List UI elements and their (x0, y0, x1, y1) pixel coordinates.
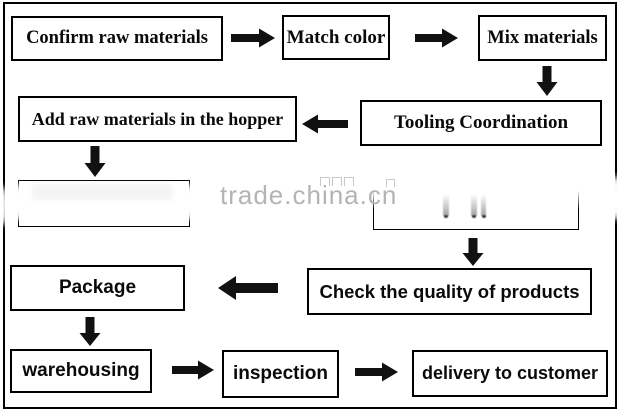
erased-text-remnant (481, 194, 486, 218)
flow-node-confirm-raw-materials: Confirm raw materials (11, 16, 223, 61)
flow-node-check-quality: Check the quality of products (307, 268, 592, 315)
erased-character-remnant (320, 177, 330, 186)
flow-node-delivery-customer: delivery to customer (412, 350, 608, 397)
flow-node-warehousing: warehousing (10, 349, 152, 393)
flow-node-mix-materials: Mix materials (478, 15, 607, 61)
flow-node-tooling-coordination: Tooling Coordination (360, 100, 602, 146)
erased-character-remnant (386, 179, 395, 187)
erased-character-remnant (344, 177, 354, 186)
flow-node-match-color: Match color (282, 15, 390, 60)
white-erase-blob (11, 184, 26, 220)
erased-text-smudge (32, 184, 172, 200)
white-erase-blob (608, 176, 624, 220)
flow-node-inspection: inspection (222, 350, 339, 398)
white-erase-blob (182, 184, 197, 220)
flow-node-add-raw-materials-hopper: Add raw materials in the hopper (18, 96, 297, 142)
erased-text-remnant (443, 194, 449, 218)
white-erase-blob (0, 186, 8, 226)
erased-character-remnant (332, 177, 342, 186)
erased-text-remnant (471, 194, 477, 218)
flow-node-erased-blank-left (18, 180, 190, 227)
watermark-text: trade.china.cn (220, 180, 398, 210)
flow-node-package: Package (10, 265, 185, 311)
